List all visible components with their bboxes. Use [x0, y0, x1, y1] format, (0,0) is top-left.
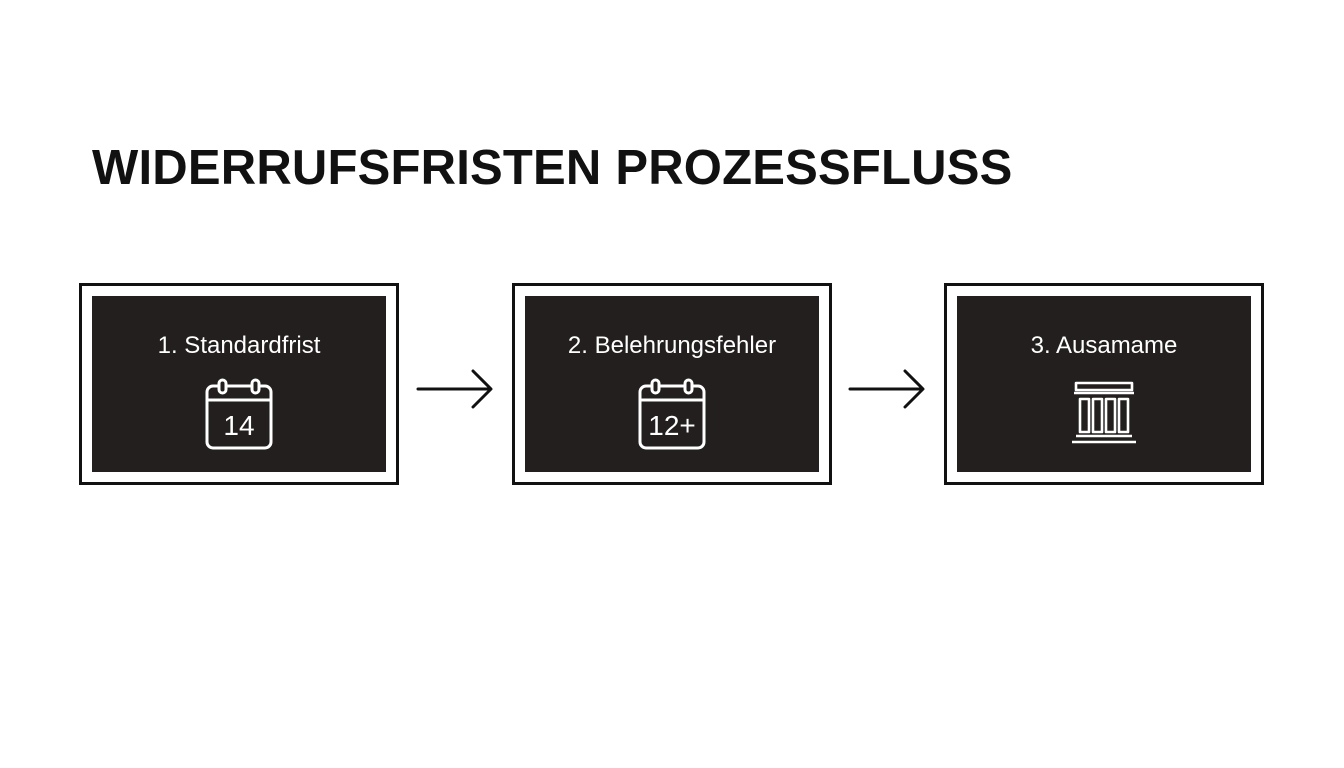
arrow-right-icon	[848, 367, 928, 411]
step-label-belehrungsfehler: 2. Belehrungsfehler	[567, 332, 777, 359]
step-card-body: 1. Standardfrist 14	[92, 296, 386, 472]
calendar-number: 12+	[648, 410, 696, 441]
page-title: WIDERRUFSFRISTEN PROZESSFLUSS	[92, 141, 1013, 195]
step-label-ausamame: 3. Ausamame	[1030, 332, 1178, 359]
step-card-belehrungsfehler: 2. Belehrungsfehler 12+	[512, 283, 832, 485]
step-card-body: 2. Belehrungsfehler 12+	[525, 296, 819, 472]
courthouse-icon	[1066, 376, 1142, 452]
step-card-standardfrist: 1. Standardfrist 14	[79, 283, 399, 485]
arrow-right-icon	[416, 367, 496, 411]
step-card-ausamame: 3. Ausamame	[944, 283, 1264, 485]
calendar-icon: 14	[201, 376, 277, 452]
calendar-icon: 12+	[634, 376, 710, 452]
step-card-body: 3. Ausamame	[957, 296, 1251, 472]
step-label-standardfrist: 1. Standardfrist	[157, 332, 321, 359]
calendar-number: 14	[223, 410, 254, 441]
